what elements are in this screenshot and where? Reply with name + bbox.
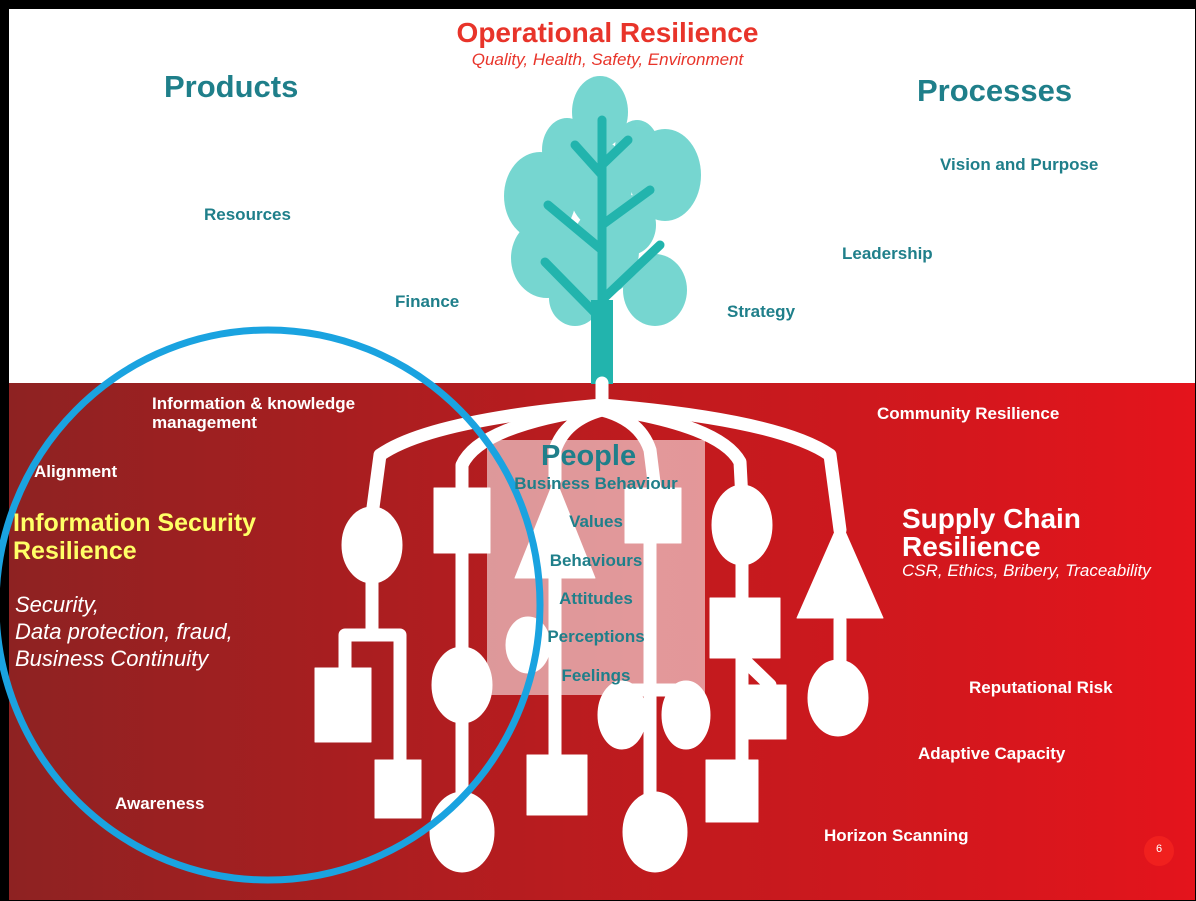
tree-icon — [504, 76, 701, 388]
isr-title-line-2: Resilience — [13, 537, 137, 565]
alignment-label: Alignment — [34, 462, 118, 481]
information-security-circle — [0, 326, 544, 884]
people-item: Feelings — [561, 666, 631, 685]
isr-desc-line-1: Security, — [15, 592, 99, 617]
supply-chain-line-1: Supply Chain — [902, 503, 1081, 534]
reputational-risk-label: Reputational Risk — [969, 678, 1113, 697]
leadership-label: Leadership — [842, 244, 933, 263]
people-item: Values — [569, 512, 623, 531]
strategy-label: Strategy — [727, 302, 796, 321]
people-heading: People — [541, 440, 637, 472]
processes-heading: Processes — [917, 73, 1073, 108]
horizon-scanning-label: Horizon Scanning — [824, 826, 969, 845]
awareness-label: Awareness — [115, 794, 205, 813]
isr-desc-line-3: Business Continuity — [15, 646, 209, 671]
people-item: Attitudes — [559, 589, 633, 608]
people-item: Business Behaviour — [514, 474, 678, 493]
vision-purpose-label: Vision and Purpose — [940, 155, 1099, 174]
community-resilience-label: Community Resilience — [877, 404, 1060, 423]
adaptive-capacity-label: Adaptive Capacity — [918, 744, 1066, 763]
resources-label: Resources — [204, 205, 291, 224]
finance-label: Finance — [395, 292, 460, 311]
people-item: Perceptions — [547, 627, 645, 646]
info-knowledge-label: Information & knowledge management — [152, 394, 356, 432]
page-subtitle: Quality, Health, Safety, Environment — [471, 50, 744, 69]
page-title: Operational Resilience — [456, 17, 759, 48]
isr-title-line-1: Information Security — [13, 509, 257, 537]
page-number-badge — [1144, 836, 1174, 866]
supply-chain-line-2: Resilience — [902, 531, 1041, 562]
products-heading: Products — [164, 69, 299, 104]
supply-chain-desc: CSR, Ethics, Bribery, Traceability — [902, 561, 1151, 580]
isr-desc-line-2: Data protection, fraud, — [15, 619, 233, 644]
people-box — [487, 440, 705, 695]
page-number: 6 — [1155, 843, 1163, 855]
people-item: Behaviours — [549, 551, 643, 570]
